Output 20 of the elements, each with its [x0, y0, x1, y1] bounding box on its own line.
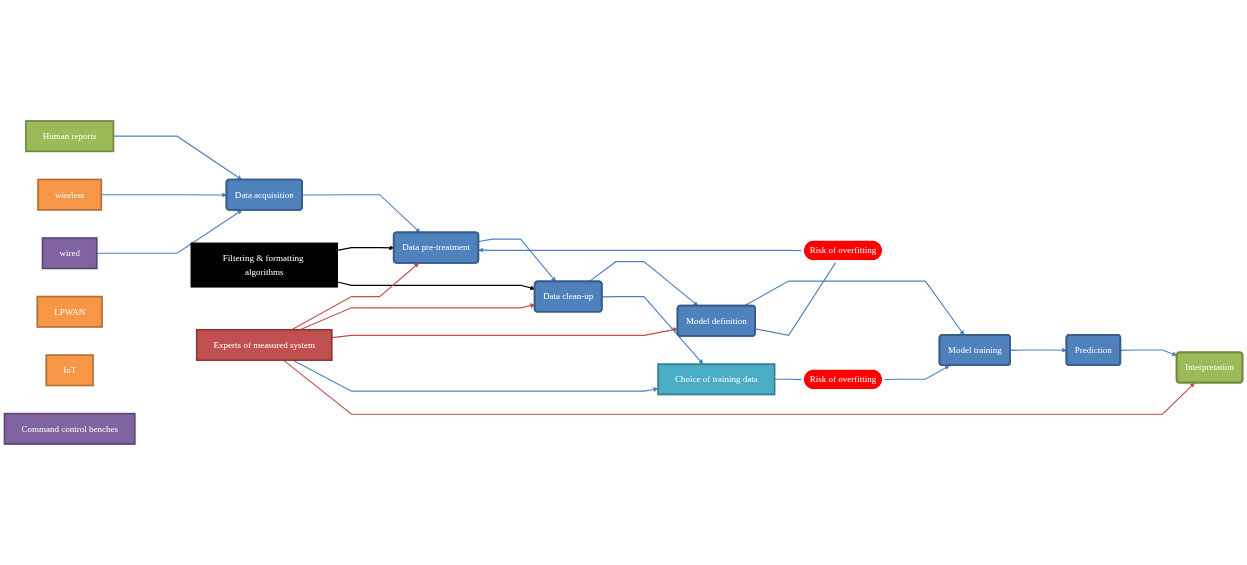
- arrow: [331, 327, 678, 339]
- arrow: [282, 359, 1195, 415]
- arrow: [96, 209, 243, 254]
- arrow: [601, 296, 704, 365]
- node-box: wired: [41, 237, 98, 270]
- arrow: [1120, 349, 1178, 357]
- node-box: Experts of measured system: [195, 328, 333, 361]
- arrow: [743, 280, 965, 336]
- node-box: IoT: [45, 354, 94, 387]
- arrow: [478, 238, 557, 282]
- node-box: Human reports: [25, 120, 115, 153]
- arrow: [292, 359, 659, 392]
- arrow: [291, 262, 420, 331]
- arrow: [588, 261, 699, 307]
- node-box: wireless: [37, 178, 103, 211]
- arrow: [882, 365, 950, 381]
- node-box: Filtering & formatting algorithms: [190, 242, 338, 288]
- node-box: Choice of training data: [657, 363, 776, 396]
- node-box: Command control benches: [3, 412, 136, 445]
- node-box: LPWAN: [36, 295, 103, 328]
